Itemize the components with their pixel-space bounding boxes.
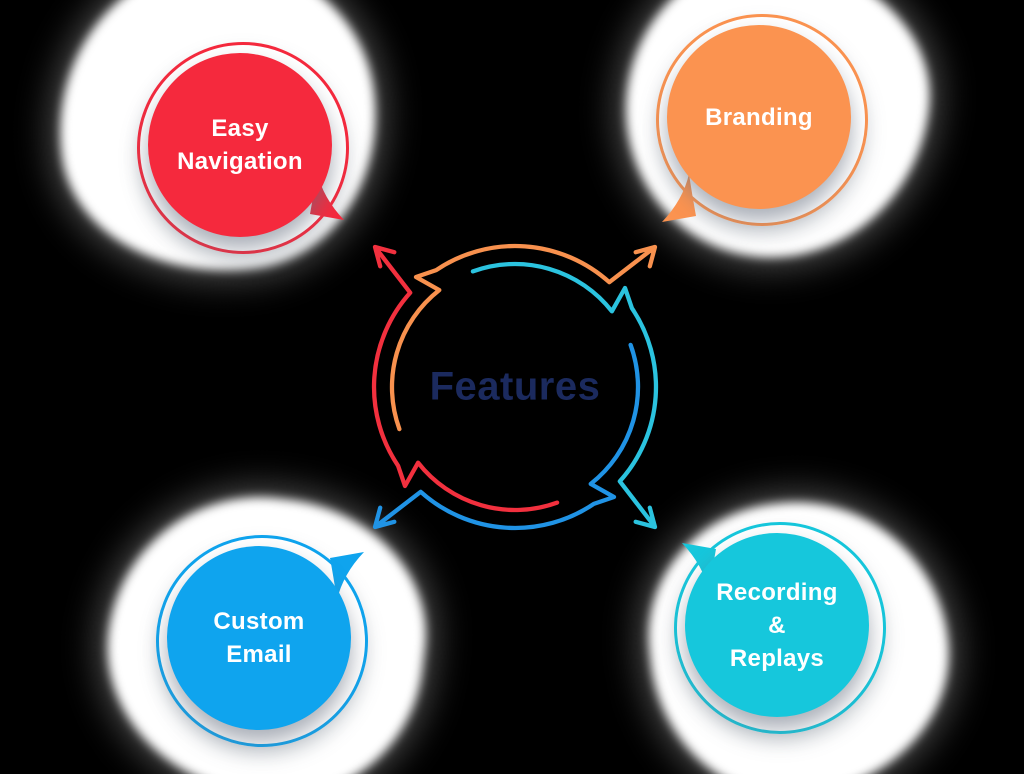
bubble-label-line: Easy	[211, 115, 269, 142]
bubble-label-line: Email	[226, 641, 292, 668]
bubble-label-line: &	[768, 611, 786, 639]
bubble-label-line: Branding	[705, 103, 813, 131]
bubble-label-line: Recording	[716, 578, 838, 606]
bubble-label-line: Navigation	[177, 148, 303, 175]
bubble-label-line: Custom	[213, 608, 305, 635]
center-title: Features	[429, 364, 601, 409]
bubble-label-line: Replays	[729, 644, 825, 672]
